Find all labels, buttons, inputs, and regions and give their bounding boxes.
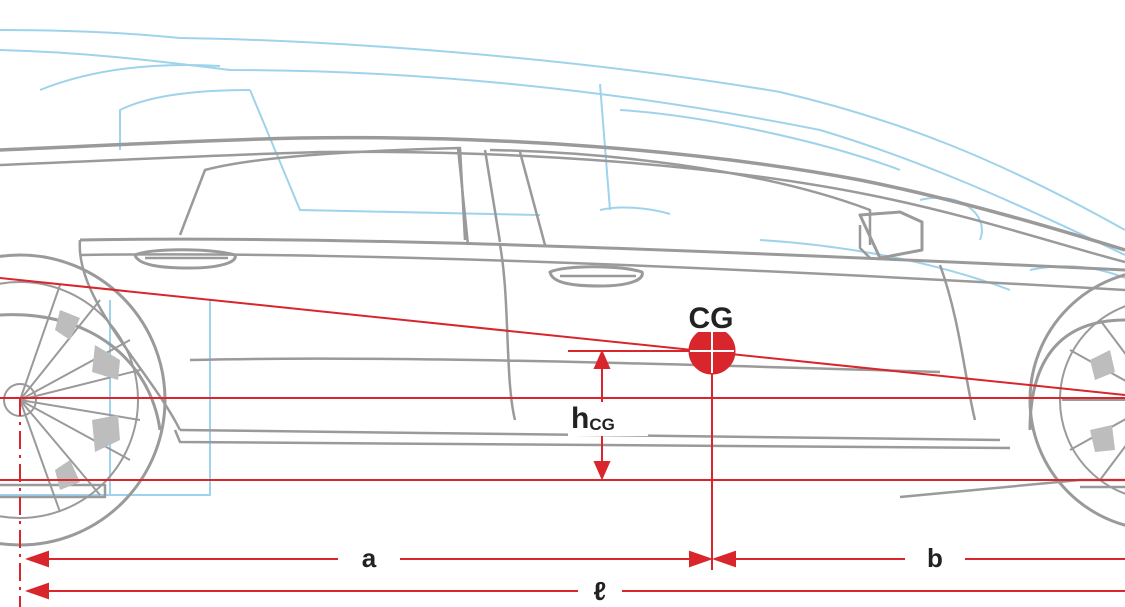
h-cg-subscript: CG — [589, 415, 615, 434]
wheelbase-arrowhead-left — [24, 582, 49, 600]
wheelbase-label: ℓ — [594, 576, 607, 606]
h-cg-main: h — [571, 402, 589, 435]
front-wheel — [0, 253, 167, 547]
b-arrowhead-left — [711, 550, 736, 568]
b-label: b — [927, 543, 943, 573]
slope-line — [0, 277, 1125, 396]
dimension-lines — [0, 277, 1125, 607]
cg-label: CG — [689, 302, 734, 335]
a-arrowhead-right — [689, 550, 714, 568]
cg-marker — [688, 327, 736, 375]
car-body-outline — [0, 135, 1125, 499]
a-label: a — [362, 543, 377, 573]
a-arrowhead-left — [24, 550, 49, 568]
h-cg-arrowhead-top — [593, 349, 611, 369]
h-cg-arrowhead-bottom — [593, 461, 611, 481]
rear-wheel — [1028, 273, 1125, 527]
h-cg-label: hCG — [571, 402, 615, 435]
